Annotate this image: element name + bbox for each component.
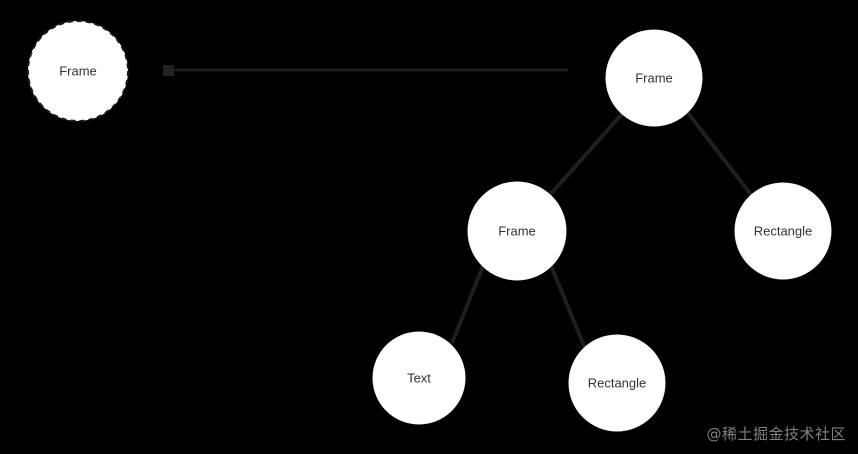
node-label: Rectangle: [588, 375, 647, 390]
node-label: Rectangle: [754, 223, 813, 238]
edge-root-frame-to-right-rectangle: [686, 111, 754, 198]
node-label: Frame: [498, 223, 536, 238]
node-selected-frame[interactable]: Frame: [27, 20, 129, 122]
edge-mid-frame-to-text: [450, 265, 485, 344]
node-mid-frame[interactable]: Frame: [467, 181, 567, 281]
drag-connector[interactable]: [163, 65, 568, 76]
edge-root-frame-to-mid-frame: [547, 112, 624, 198]
node-root-frame[interactable]: Frame: [605, 29, 703, 127]
node-circle[interactable]: [568, 334, 666, 432]
node-label: Frame: [59, 63, 97, 78]
node-circle[interactable]: [467, 181, 567, 281]
node-leaf-rectangle[interactable]: Rectangle: [568, 334, 666, 432]
node-right-rectangle[interactable]: Rectangle: [734, 182, 832, 280]
edge-group: [450, 111, 754, 349]
node-circle-selected[interactable]: [27, 20, 129, 122]
node-label: Frame: [635, 70, 673, 85]
node-leaf-text[interactable]: Text: [372, 331, 466, 425]
watermark-text: @稀土掘金技术社区: [706, 425, 846, 443]
node-circle[interactable]: [372, 331, 466, 425]
node-circle[interactable]: [734, 182, 832, 280]
connector-handle[interactable]: [163, 65, 174, 76]
node-circle[interactable]: [605, 29, 703, 127]
edge-mid-frame-to-rectangle: [549, 265, 587, 349]
node-label: Text: [407, 370, 431, 385]
